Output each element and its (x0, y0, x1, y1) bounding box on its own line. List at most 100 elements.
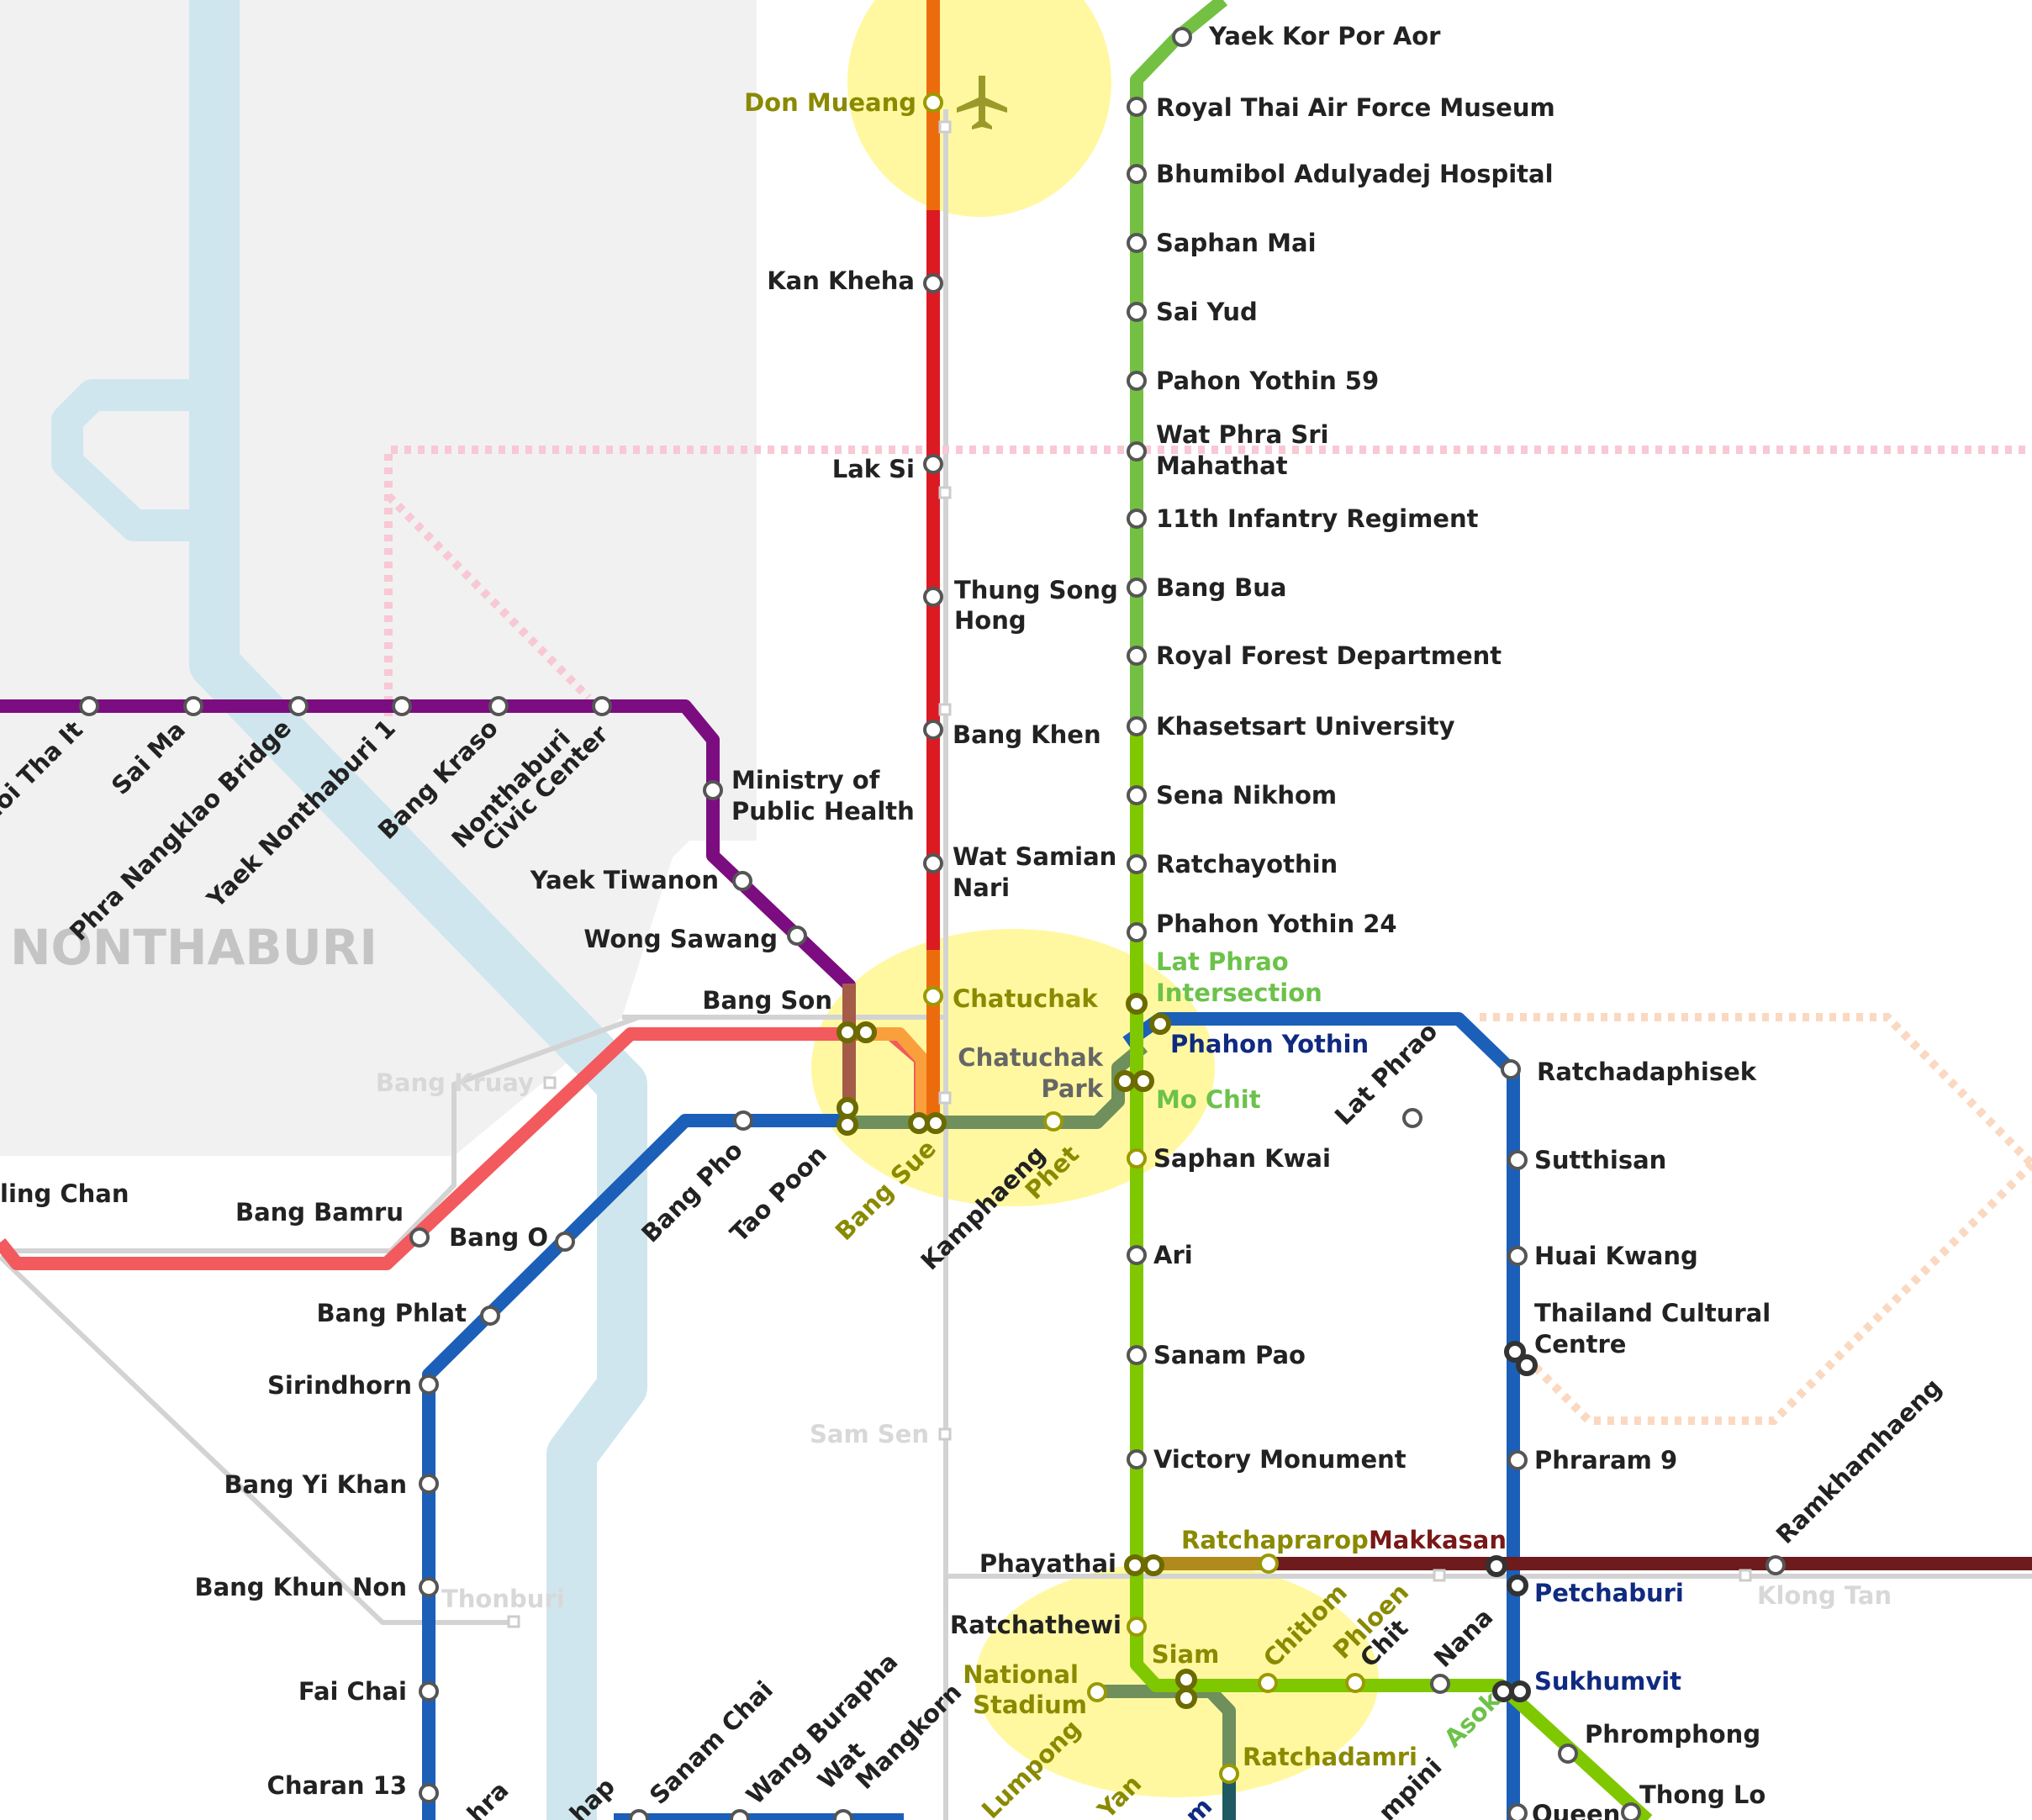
label-lat-phrao-int-2: Intersection (1156, 979, 1322, 1007)
label-bang-o: Bang O (449, 1223, 548, 1252)
label-bang-bamru: Bang Bamru (235, 1198, 404, 1227)
airplane-icon (957, 76, 1007, 129)
label-thung-song-hong-2: Hong (954, 606, 1027, 635)
label-phahon-yothin: Phahon Yothin (1170, 1030, 1369, 1058)
label-ratchadamri: Ratchadamri (1243, 1743, 1417, 1771)
label-phromphong: Phromphong (1585, 1720, 1760, 1749)
label-sai-yud: Sai Yud (1156, 298, 1258, 326)
label-chatuchak-park-2: Park (1041, 1074, 1103, 1103)
interchange-mo-chit (1114, 1070, 1154, 1092)
label-tha-phra: hra (462, 1775, 515, 1820)
nonthaburi-area (0, 0, 757, 1156)
label-yaek-kor-por-aor: Yaek Kor Por Aor (1208, 22, 1441, 50)
label-makkasan: Makkasan (1369, 1526, 1507, 1554)
label-sutthisan: Sutthisan (1534, 1146, 1666, 1174)
label-thong-lo: Thong Lo (1639, 1780, 1765, 1809)
label-bang-son: Bang Son (702, 986, 832, 1015)
label-petchaburi: Petchaburi (1534, 1579, 1684, 1607)
label-fai-chai: Fai Chai (298, 1677, 407, 1706)
peach-dotted-line (1480, 1013, 2032, 1425)
stations (79, 27, 1786, 1820)
label-klong-tan: Klong Tan (1757, 1581, 1892, 1610)
label-siam: Siam (1152, 1640, 1220, 1669)
label-bhumibol: Bhumibol Adulyadej Hospital (1156, 160, 1554, 188)
label-infantry: 11th Infantry Regiment (1156, 504, 1479, 533)
interchange-cultural-centre (1504, 1341, 1538, 1376)
interchange-sukhumvit (1492, 1680, 1531, 1702)
label-forest-dept: Royal Forest Department (1156, 641, 1502, 670)
river-loop (51, 379, 214, 541)
label-taling-chan: ling Chan (0, 1179, 129, 1208)
label-ministry-2: Public Health (731, 797, 915, 826)
label-ratchadaphisek: Ratchadaphisek (1537, 1058, 1757, 1086)
label-wat-samian-nari-2: Nari (953, 873, 1010, 902)
interchange-siam (1175, 1669, 1197, 1709)
label-queen: Queen (1532, 1800, 1620, 1820)
interchange-bang-son (837, 1021, 877, 1043)
label-bang-khen: Bang Khen (953, 720, 1101, 749)
label-kan-kheha: Kan Kheha (767, 266, 915, 295)
interchange-phayathai (1124, 1554, 1164, 1576)
label-saphan-mai: Saphan Mai (1156, 229, 1317, 257)
label-wat-samian-nari-1: Wat Samian (953, 842, 1116, 871)
label-sukhumvit: Sukhumvit (1534, 1667, 1681, 1696)
olive-line (849, 1041, 1148, 1129)
label-phayathai: Phayathai (979, 1549, 1116, 1578)
label-wat-phra-sri-2: Mahathat (1156, 451, 1288, 480)
region-label: NONTHABURI (10, 919, 377, 976)
label-victory-monument: Victory Monument (1153, 1445, 1407, 1474)
label-phraram-9: Phraram 9 (1534, 1446, 1677, 1474)
label-mo-chit: Mo Chit (1156, 1085, 1261, 1114)
label-sirindhorn: Sirindhorn (267, 1371, 412, 1400)
label-thonburi: Thonburi (441, 1585, 565, 1613)
gray-station-markers (507, 120, 1752, 1628)
highlight-bang-sue (811, 929, 1215, 1206)
gray-rail-lines (0, 109, 2032, 1820)
label-national-stadium-2: Stadium (973, 1691, 1087, 1719)
interchange-tao-poon (837, 1097, 858, 1136)
label-ratchaprarop: Ratchaprarop (1181, 1526, 1369, 1554)
label-yaek-tiwanon: Yaek Tiwanon (530, 866, 719, 894)
label-wong-sawang: Wong Sawang (583, 925, 778, 953)
label-sam-sen: Sam Sen (810, 1420, 929, 1448)
label-bang-yi-khan: Bang Yi Khan (224, 1470, 407, 1499)
label-chatuchak-park-1: Chatuchak (958, 1043, 1103, 1072)
label-ratchayothin: Ratchayothin (1156, 850, 1338, 878)
label-lak-si: Lak Si (832, 455, 915, 483)
label-charan-13: Charan 13 (267, 1771, 407, 1800)
label-ari: Ari (1153, 1241, 1193, 1269)
label-ramkhamhaeng: Ramkhamhaeng (1771, 1373, 1947, 1549)
label-bang-bua: Bang Bua (1156, 573, 1287, 602)
label-air-force-museum: Royal Thai Air Force Museum (1156, 93, 1555, 122)
label-saphan-kwai: Saphan Kwai (1153, 1144, 1331, 1173)
orange-link (858, 1027, 929, 1122)
label-sena-nikhom: Sena Nikhom (1156, 781, 1337, 810)
label-huai-kwang: Huai Kwang (1534, 1242, 1698, 1270)
label-bang-phlat: Bang Phlat (317, 1299, 467, 1327)
interchange-lat-phrao (1126, 993, 1171, 1035)
label-pahon-yothin-59: Pahon Yothin 59 (1156, 367, 1379, 395)
label-phahon-yothin-24: Phahon Yothin 24 (1156, 910, 1397, 938)
green-line-north (1130, 0, 1228, 727)
river (189, 0, 647, 1820)
label-thung-song-hong-1: Thung Song (954, 576, 1118, 604)
interchange-petchaburi (1486, 1555, 1528, 1596)
label-chatuchak: Chatuchak (953, 984, 1098, 1013)
label-national-stadium-1: National (963, 1660, 1079, 1689)
label-don-mueang: Don Mueang (744, 88, 916, 117)
label-khasetsart: Khasetsart University (1156, 712, 1455, 741)
label-cultural-centre-2: Centre (1534, 1330, 1626, 1358)
interchange-bang-sue (908, 1112, 947, 1134)
label-wat-phra-sri-1: Wat Phra Sri (1156, 420, 1328, 449)
label-bang-kruay: Bang Kruay (376, 1068, 534, 1097)
label-ratchathewi: Ratchathewi (950, 1611, 1122, 1639)
label-sanam-pao: Sanam Pao (1153, 1341, 1306, 1369)
label-bang-khun-non: Bang Khun Non (194, 1573, 407, 1601)
label-lat-phrao-int-1: Lat Phrao (1156, 947, 1289, 976)
highlight-stations (923, 92, 1365, 1784)
pink-dotted-line (384, 446, 2032, 716)
label-cultural-centre-1: Thailand Cultural (1534, 1299, 1771, 1327)
interchanges (837, 993, 1538, 1709)
label-nana: Nana (1428, 1602, 1498, 1672)
